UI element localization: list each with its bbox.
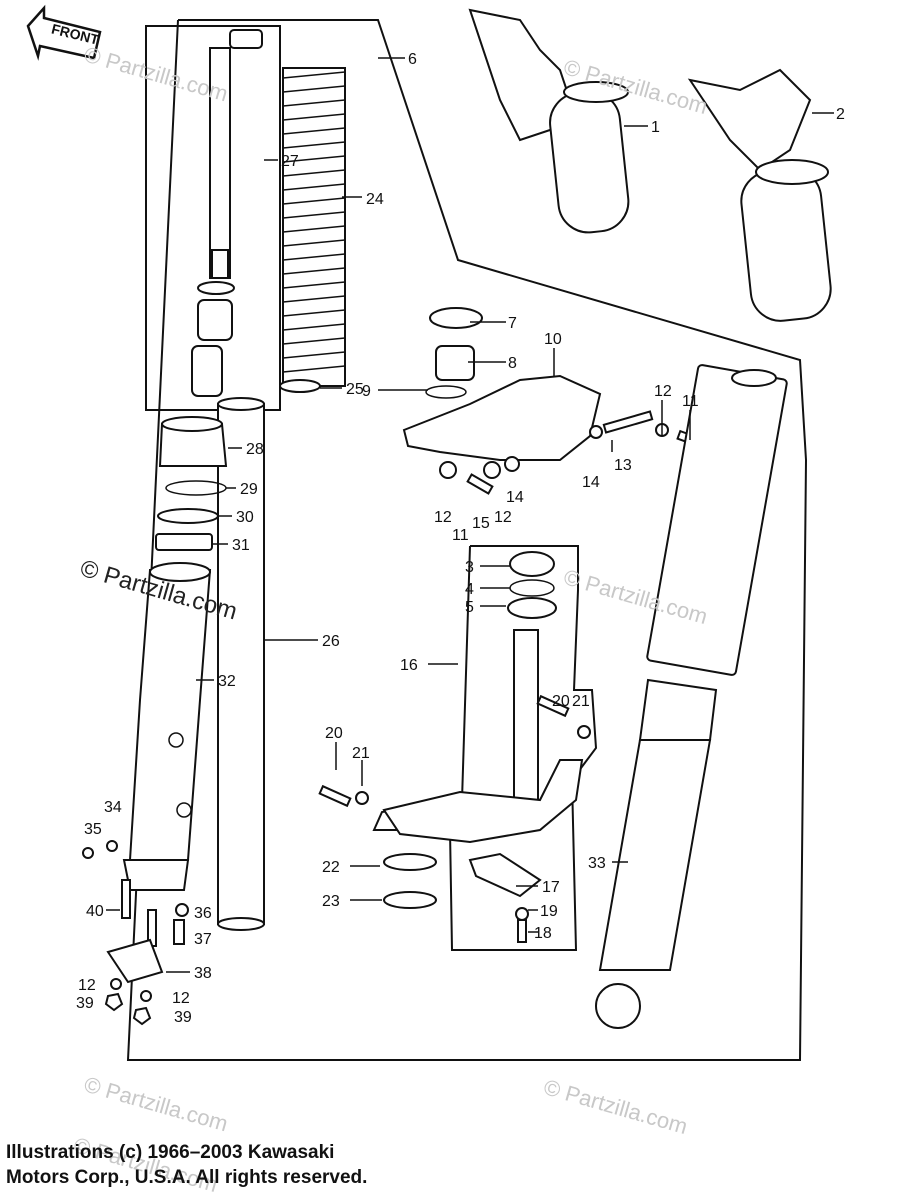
callout-19: 19 — [540, 903, 558, 920]
callout-12e: 12 — [172, 990, 190, 1007]
callout-27: 27 — [281, 153, 299, 170]
callout-34: 34 — [104, 799, 122, 816]
headlight-bracket-2 — [687, 68, 832, 322]
copyright-line-2: Motors Corp., U.S.A. All rights reserved… — [6, 1167, 368, 1188]
fork-assembly-outline — [126, 19, 808, 1061]
leader-lines — [106, 57, 834, 973]
fork-spring — [279, 67, 346, 393]
callout-6: 6 — [408, 51, 417, 68]
callout-10: 10 — [544, 331, 562, 348]
top-bridge-parts — [402, 307, 710, 495]
inner-tube — [217, 397, 265, 931]
callout-29: 29 — [240, 481, 258, 498]
callout-16: 16 — [400, 657, 418, 674]
callout-40: 40 — [86, 903, 104, 920]
callout-35: 35 — [84, 821, 102, 838]
callout-39a: 39 — [76, 995, 94, 1012]
callout-14b: 14 — [582, 474, 600, 491]
callout-15: 15 — [472, 515, 490, 532]
callout-18: 18 — [534, 925, 552, 942]
damper-rod — [191, 29, 263, 397]
copyright-notice: Illustrations (c) 1966–2003 Kawasaki Mot… — [6, 1140, 367, 1190]
watermark-5: © Partzilla.com — [541, 1074, 690, 1139]
callout-11a: 11 — [682, 393, 699, 410]
callout-37: 37 — [194, 931, 212, 948]
callout-25: 25 — [346, 381, 364, 398]
callout-33: 33 — [588, 855, 606, 872]
callout-1: 1 — [651, 119, 660, 136]
callout-21b: 21 — [572, 693, 590, 710]
callout-30: 30 — [236, 509, 254, 526]
inner-kit-box — [145, 25, 281, 411]
callout-36: 36 — [194, 905, 212, 922]
callout-7: 7 — [508, 315, 517, 332]
callout-12a: 12 — [654, 383, 672, 400]
callout-32: 32 — [218, 673, 236, 690]
callout-28: 28 — [246, 441, 264, 458]
callout-23: 23 — [322, 893, 340, 910]
callout-2: 2 — [836, 106, 845, 123]
callout-22: 22 — [322, 859, 340, 876]
copyright-line-1: Illustrations (c) 1966–2003 Kawasaki — [6, 1142, 335, 1163]
stem-box-outline — [372, 545, 598, 951]
callout-17: 17 — [542, 879, 560, 896]
watermark-1: © Partzilla.com — [81, 41, 230, 106]
callout-12b: 12 — [434, 509, 452, 526]
callout-13: 13 — [614, 457, 632, 474]
outer-tube-left — [122, 562, 212, 891]
callout-39b: 39 — [174, 1009, 192, 1026]
callout-3: 3 — [465, 559, 474, 576]
headlight-bracket-1 — [468, 8, 630, 234]
steering-stem-parts — [318, 551, 591, 943]
callout-12c: 12 — [494, 509, 512, 526]
callout-9: 9 — [362, 383, 371, 400]
callout-38: 38 — [194, 965, 212, 982]
callout-21a: 21 — [352, 745, 370, 762]
watermark-4: © Partzilla.com — [81, 1071, 230, 1136]
callout-20a: 20 — [325, 725, 343, 742]
callout-14a: 14 — [506, 489, 524, 506]
callout-12d: 12 — [78, 977, 96, 994]
fork-seals — [155, 416, 228, 551]
callout-26: 26 — [322, 633, 340, 650]
callout-labels: 1 2 3 4 5 6 7 8 9 10 11 11 12 12 12 12 1… — [76, 51, 845, 1026]
right-fork-leg — [595, 364, 788, 1029]
axle-clamp-parts — [82, 840, 189, 1026]
callout-5: 5 — [465, 599, 474, 616]
callout-11b: 11 — [452, 527, 469, 544]
callout-24: 24 — [366, 191, 384, 208]
callout-31: 31 — [232, 537, 250, 554]
callout-4: 4 — [465, 581, 474, 598]
callout-8: 8 — [508, 355, 517, 372]
callout-20b: 20 — [552, 693, 570, 710]
